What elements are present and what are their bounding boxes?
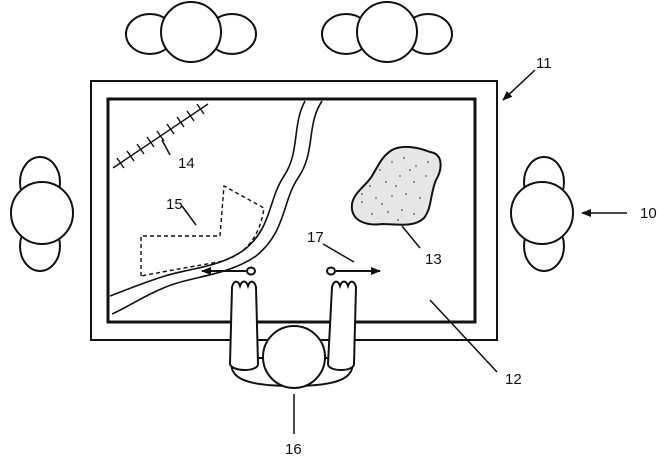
ref-label-user: 16: [285, 441, 302, 458]
user-seated-bottom: [228, 280, 358, 389]
ref-label-railroad: 14: [178, 155, 195, 172]
ref-label-display: 12: [505, 371, 522, 388]
ref-label-boundary: 15: [166, 196, 183, 213]
railroad-track: [112, 103, 209, 169]
ref-label-gesture: 17: [307, 229, 324, 246]
seated-person-top-left: [125, 1, 257, 63]
seated-person-top-right: [321, 1, 453, 63]
ref-label-person-right: 10: [640, 205, 657, 222]
seated-person-right: [510, 156, 574, 272]
ref-label-lake: 13: [425, 251, 442, 268]
leader-lines: [161, 69, 627, 434]
lake-stipple: [361, 157, 429, 221]
gesture-arrows: [201, 266, 381, 276]
ref-label-table: 11: [536, 55, 552, 72]
seated-person-left: [10, 156, 74, 272]
